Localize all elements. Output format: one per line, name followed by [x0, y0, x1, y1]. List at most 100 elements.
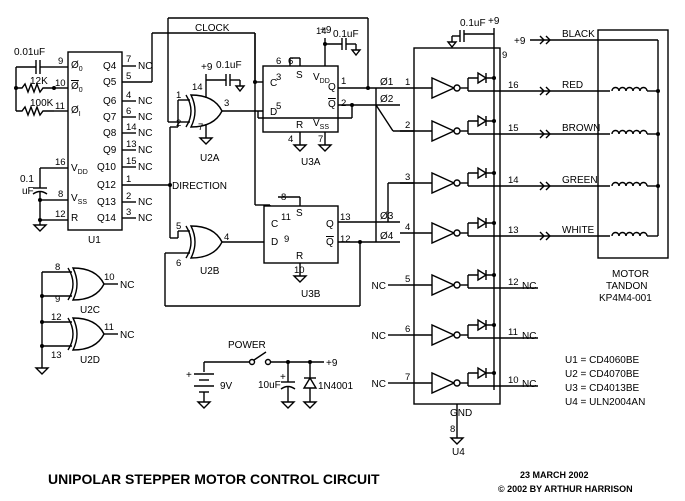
u1-supply: 0.1 uF	[20, 167, 54, 232]
svg-text:NC: NC	[138, 197, 152, 208]
svg-text:Q14: Q14	[97, 213, 116, 224]
svg-text:NC: NC	[138, 96, 152, 107]
nc-label: NC	[522, 379, 536, 390]
u4-output-pin: 10	[508, 375, 519, 386]
svg-text:1: 1	[176, 90, 181, 101]
svg-text:13: 13	[126, 139, 137, 150]
svg-text:2: 2	[176, 118, 181, 129]
svg-text:13: 13	[340, 212, 351, 223]
svg-text:9V: 9V	[220, 381, 233, 392]
nc-label: NC	[372, 379, 386, 390]
nc-label: NC	[372, 331, 386, 342]
svg-text:10: 10	[294, 265, 305, 276]
oscillator-network: 0.01uF 12K 100K	[14, 47, 56, 117]
svg-text:Ø2: Ø2	[380, 94, 394, 105]
svg-text:7: 7	[198, 122, 203, 133]
motor-wire: RED	[538, 80, 658, 96]
svg-text:0.1: 0.1	[20, 174, 34, 185]
u4-output-pin: 11	[508, 327, 518, 338]
svg-text:1N4001: 1N4001	[318, 381, 353, 392]
svg-text:U4 = ULN2004AN: U4 = ULN2004AN	[565, 397, 645, 408]
xor-gate-u2d: 12 13 11 NC U2D	[34, 272, 134, 375]
svg-text:Q13: Q13	[97, 197, 116, 208]
svg-text:S: S	[296, 70, 303, 81]
svg-text:R: R	[296, 251, 303, 262]
svg-text:VSS: VSS	[313, 118, 329, 131]
flipflop-u3b: C D S R Q Q 8 11 9 10 13 12 U3B	[164, 17, 400, 307]
u1-name: U1	[88, 235, 101, 246]
svg-text:+9: +9	[488, 16, 500, 27]
clock-line: CLOCK	[151, 23, 271, 223]
svg-text:Ø3: Ø3	[380, 211, 394, 222]
svg-text:D: D	[270, 107, 277, 118]
svg-text:100K: 100K	[30, 98, 54, 109]
svg-text:NC: NC	[138, 112, 152, 123]
u4-input-pin: 6	[405, 324, 410, 335]
u1-chip: U1 9 10 11 16 8 12 Ø0 Ø0 ØI VDD VSS R Q4…	[54, 51, 170, 246]
svg-text:9: 9	[58, 56, 63, 67]
svg-text:+: +	[280, 372, 286, 383]
svg-text:13: 13	[51, 350, 62, 361]
svg-text:U2D: U2D	[80, 355, 100, 366]
svg-text:4: 4	[288, 134, 293, 145]
svg-text:4: 4	[126, 90, 131, 101]
svg-text:U2B: U2B	[200, 266, 220, 277]
svg-text:9: 9	[55, 294, 60, 305]
svg-text:12: 12	[55, 209, 66, 220]
svg-text:Ø1: Ø1	[380, 77, 394, 88]
svg-text:C: C	[270, 78, 277, 89]
svg-text:3: 3	[276, 72, 281, 83]
power-supply: POWER +9 + 9V 10uF + 1N4001	[186, 340, 353, 409]
svg-text:Q6: Q6	[103, 96, 117, 107]
svg-text:KP4M4-001: KP4M4-001	[599, 293, 652, 304]
svg-text:Q7: Q7	[103, 112, 117, 123]
flipflop-u3a: C D S R Q Q VDD VSS 6 6 3 5 4 1 2 14 7 U…	[257, 25, 400, 168]
motor: MOTOR TANDON KP4M4-001	[597, 29, 669, 304]
u4-input-pin: 7	[405, 372, 410, 383]
svg-text:VSS: VSS	[71, 193, 87, 206]
motor-wire-label: RED	[562, 80, 583, 91]
u4-chip: GND U4 8 9 +9 0.1uF	[413, 16, 507, 458]
svg-text:Ø4: Ø4	[380, 231, 394, 242]
u4-input-pin: 2	[405, 120, 410, 131]
svg-text:1: 1	[126, 174, 131, 185]
svg-text:6: 6	[276, 56, 281, 67]
svg-text:15: 15	[126, 156, 137, 167]
u4-output-pin: 15	[508, 123, 519, 134]
svg-text:ØI: ØI	[71, 105, 81, 118]
svg-text:NC: NC	[138, 61, 152, 72]
svg-text:uF: uF	[22, 186, 34, 197]
u4-output-pin: 12	[508, 277, 519, 288]
u4-output-pin: 16	[508, 80, 519, 91]
svg-text:9: 9	[502, 50, 507, 61]
svg-text:R: R	[296, 120, 303, 131]
nc-label: NC	[372, 281, 386, 292]
nc-label: NC	[522, 281, 536, 292]
svg-text:Ø0: Ø0	[71, 81, 83, 94]
u4-input-pin: 5	[405, 274, 410, 285]
svg-text:0.1uF: 0.1uF	[333, 29, 359, 40]
svg-text:U2 = CD4070BE: U2 = CD4070BE	[565, 369, 640, 380]
xor-gate-u2b: 5 6 4 U2B	[176, 221, 264, 277]
svg-text:5: 5	[176, 221, 181, 232]
svg-text:DIRECTION: DIRECTION	[172, 181, 227, 192]
motor-wire-label: GREEN	[562, 175, 598, 186]
motor-wire-label: BLACK	[562, 29, 595, 40]
svg-text:+9: +9	[201, 62, 213, 73]
svg-text:Q: Q	[326, 237, 334, 248]
xor-gate-u2a: 1 2 3 14 7 U2A +9 0.1uF	[176, 60, 263, 164]
svg-text:Q5: Q5	[103, 77, 117, 88]
svg-text:Q: Q	[326, 219, 334, 230]
svg-text:POWER: POWER	[228, 340, 266, 351]
svg-text:0.1uF: 0.1uF	[460, 18, 486, 29]
svg-text:11: 11	[104, 322, 114, 333]
